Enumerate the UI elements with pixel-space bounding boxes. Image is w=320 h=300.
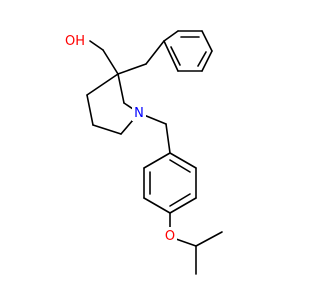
molecule-structure: OH N O (62, 30, 223, 275)
bond-ar1 (169, 152, 197, 169)
bond-layer (86, 30, 223, 275)
nitrogen-label-mask (132, 104, 146, 121)
bond-ar3 (169, 197, 197, 214)
bond-ch2-c3 (102, 49, 119, 75)
bond-ph4 (201, 50, 213, 72)
bond-ar4 (143, 197, 171, 214)
bond-ch-me1 (195, 231, 223, 247)
bond-c3-benzyl-ch2 (117, 63, 147, 75)
bond-c5-c4 (86, 94, 94, 126)
atom-label-layer: OH N O (62, 32, 177, 244)
bond-ph3 (201, 30, 213, 52)
bond-o-ch (175, 238, 197, 247)
bond-ph1 (163, 30, 179, 42)
bond-oh-ch2 (89, 40, 104, 51)
bond-c6-c5 (92, 124, 122, 135)
bond-ph-inner2 (197, 51, 207, 67)
bond-c4-c3 (86, 73, 119, 96)
oh-label-mask (62, 32, 88, 49)
bond-benzyl-ch2-ring (145, 40, 165, 65)
bond-c3-c2 (117, 73, 125, 104)
bond-ar-inner1 (169, 159, 191, 173)
oxygen-label: O (165, 229, 175, 244)
hydroxyl-label: OH (65, 34, 85, 49)
bond-ph6 (163, 40, 179, 72)
bond-ch2-aryl (165, 123, 171, 154)
oxygen-label-mask (163, 227, 177, 244)
bond-ph-inner3 (170, 46, 181, 66)
nitrogen-label: N (134, 106, 144, 121)
bond-ar-inner2 (169, 193, 191, 207)
bond-ar6 (143, 152, 171, 169)
